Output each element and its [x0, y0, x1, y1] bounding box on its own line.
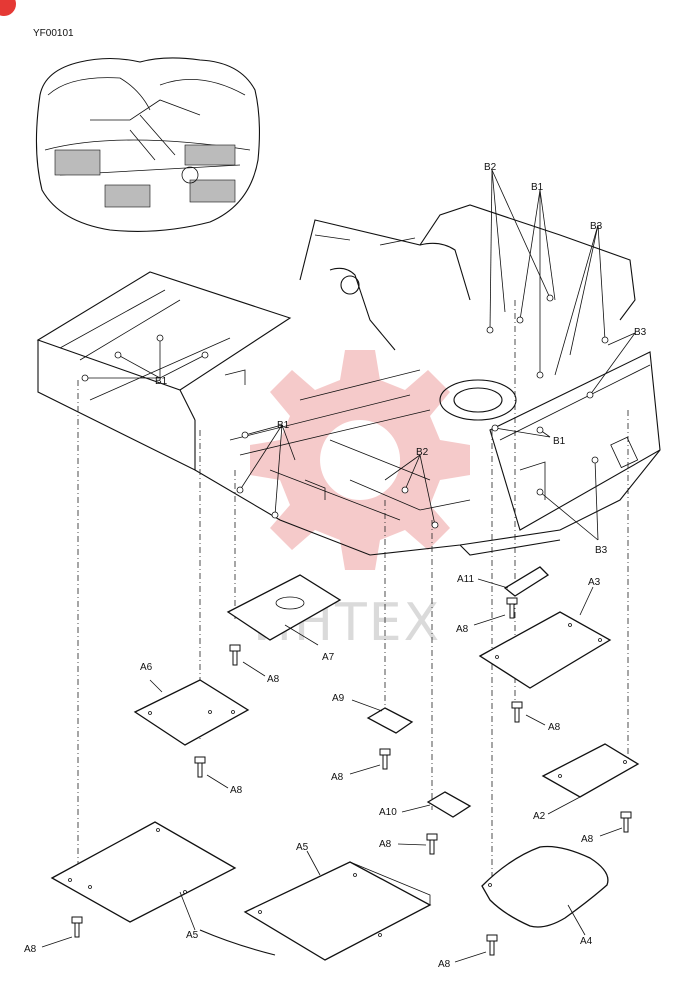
label-b1-top: B1 [531, 182, 544, 193]
label-b2-top: B2 [484, 162, 497, 173]
label-a7: A7 [322, 652, 335, 663]
bolt-a8-1 [229, 644, 266, 677]
cover-plate-a10 [401, 791, 472, 818]
part-labels: B2 B1 B3 B3 B1 B1 B1 B2 B3 A11 A3 A8 A7 … [24, 162, 647, 970]
label-a8-4: A8 [331, 772, 344, 783]
label-a11: A11 [457, 574, 474, 585]
watermark-gear-icon [250, 350, 470, 570]
label-a8-3: A8 [548, 722, 561, 733]
label-a8-6: A8 [581, 834, 594, 845]
label-a8-2: A8 [267, 674, 280, 685]
cover-plate-a6 [133, 679, 250, 746]
corner-badge-icon [0, 0, 16, 16]
label-a3: A3 [588, 577, 601, 588]
cover-plate-a5-left [50, 821, 276, 956]
excavator-inset [35, 57, 260, 232]
bolt-a8-5 [349, 748, 391, 775]
bolt-a8-9 [454, 934, 498, 963]
cover-plate-a3 [478, 586, 612, 689]
label-a5-left: A5 [186, 930, 199, 941]
label-b3-bottom: B3 [595, 545, 608, 556]
label-b1-middle: B1 [277, 420, 290, 431]
label-a8-5: A8 [230, 785, 243, 796]
label-a5-center: A5 [296, 842, 309, 853]
label-a8-9: A8 [438, 959, 451, 970]
cover-plate-a5-center [243, 850, 432, 961]
label-b1-right: B1 [553, 436, 566, 447]
label-leaders [85, 169, 636, 541]
cover-plate-a4 [481, 845, 609, 936]
label-a2: A2 [533, 811, 546, 822]
bolt-a8-3 [511, 701, 546, 726]
label-b1-left: B1 [155, 376, 168, 387]
label-a8-8: A8 [24, 944, 37, 955]
cover-plate-a2 [541, 743, 640, 815]
bolt-a8-8 [41, 916, 83, 948]
label-a8-1: A8 [456, 624, 469, 635]
label-b2-middle: B2 [416, 447, 429, 458]
label-a9: A9 [332, 693, 345, 704]
label-b3-top: B3 [590, 221, 603, 232]
label-a8-7: A8 [379, 839, 392, 850]
bolt-a8-7 [599, 811, 632, 837]
frame-bolt-holes [81, 294, 609, 529]
bolt-a8-2 [473, 597, 518, 626]
cover-plate-a7 [226, 574, 342, 646]
bolt-a8-4 [194, 756, 229, 789]
figure-code: YF00101 [33, 28, 74, 39]
label-a6: A6 [140, 662, 153, 673]
label-a4: A4 [580, 936, 593, 947]
cover-plate-a9 [351, 699, 414, 734]
upper-frame [36, 204, 661, 556]
label-a10: A10 [379, 807, 397, 818]
bolt-a8-6 [397, 833, 438, 855]
bracket-a11 [477, 566, 550, 597]
label-b3-right: B3 [634, 327, 647, 338]
